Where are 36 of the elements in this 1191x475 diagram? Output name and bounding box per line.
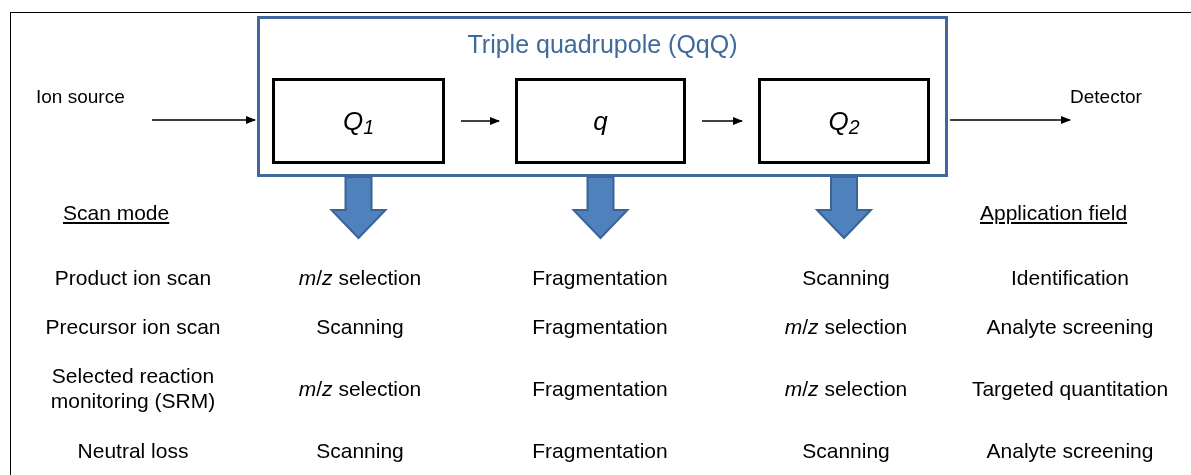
table-cell-text: Scanning <box>315 437 405 463</box>
table-cell-text: Neutral loss <box>76 437 190 463</box>
table-cell-text: Product ion scan <box>53 264 213 290</box>
table-cell-text: Selected reaction monitoring (SRM) <box>49 363 217 413</box>
table-cell-text: Fragmentation <box>531 437 669 463</box>
table-cell-text: m/z selection <box>783 313 909 339</box>
table-cell-text: Scanning <box>801 264 891 290</box>
table-cell-text: m/z selection <box>297 264 423 290</box>
block-arrow <box>571 176 630 240</box>
table-cell-text: Targeted quantitation <box>970 375 1170 401</box>
stage-label: Ion source <box>36 86 152 126</box>
arrow <box>701 117 743 125</box>
table-cell-text: Analyte screening <box>985 313 1155 339</box>
table-cell-text: m/z selection <box>783 375 909 401</box>
column-heading: Scan mode <box>63 200 170 226</box>
stage-label: Detector <box>1070 86 1166 126</box>
table-cell-text: Fragmentation <box>531 313 669 339</box>
column-heading: Application field <box>980 200 1128 226</box>
table-cell-text: Analyte screening <box>985 437 1155 463</box>
block-arrow <box>814 176 874 240</box>
block-arrow <box>329 176 388 240</box>
arrow <box>949 116 1071 124</box>
arrow <box>151 116 256 124</box>
quadrupole-group-box <box>257 16 948 177</box>
table-cell-text: Scanning <box>315 313 405 339</box>
table-cell-text: Identification <box>1010 264 1130 290</box>
quadrupole-box: Q$_{2}$ <box>758 78 930 164</box>
table-cell-text: Precursor ion scan <box>44 313 222 339</box>
arrow <box>460 117 500 125</box>
quadrupole-box: Q$_{1}$ <box>272 78 445 164</box>
table-cell-text: Scanning <box>801 437 891 463</box>
table-cell-text: Fragmentation <box>531 375 669 401</box>
table-cell-text: Fragmentation <box>531 264 669 290</box>
table-cell-text: m/z selection <box>297 375 423 401</box>
quadrupole-box: q <box>515 78 686 164</box>
group-title: Triple quadrupole (QqQ) <box>466 29 739 59</box>
